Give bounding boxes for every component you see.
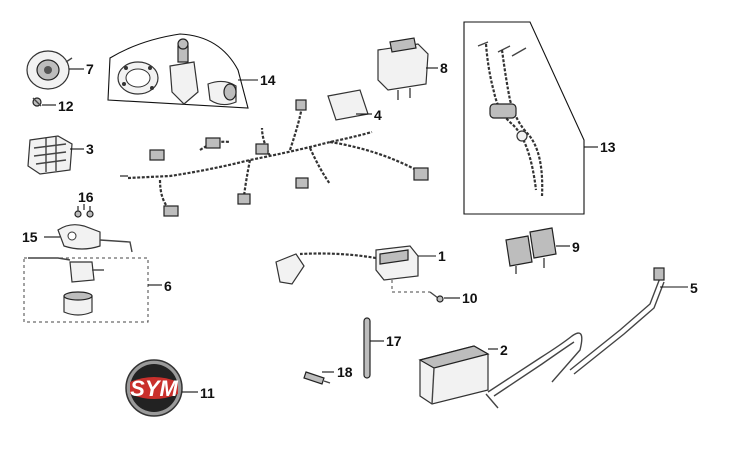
battery-strap: [363, 317, 371, 379]
flasher-relay: [377, 37, 429, 100]
bolt: [32, 97, 42, 107]
callout-6: 6: [148, 278, 172, 294]
label-17: 17: [386, 333, 402, 349]
label-13: 13: [600, 139, 616, 155]
emblem: SYM: [125, 359, 183, 417]
callout-1: 1: [418, 248, 446, 264]
label-10: 10: [462, 290, 478, 306]
label-11: 11: [200, 385, 215, 401]
callout-7: 7: [69, 61, 94, 77]
ignition-switch-set: [107, 33, 249, 109]
horn: [26, 50, 73, 90]
callout-15: 15: [22, 229, 60, 245]
callout-16: 16: [78, 189, 94, 210]
callout-17: 17: [370, 333, 402, 349]
label-9: 9: [572, 239, 580, 255]
label-6: 6: [164, 278, 172, 294]
spark-plug: [303, 371, 331, 385]
label-7: 7: [86, 61, 94, 77]
label-16: 16: [78, 189, 94, 205]
main-wire-harness: [120, 89, 429, 217]
callout-13: 13: [584, 139, 616, 155]
callout-12: 12: [42, 98, 74, 114]
screws: [74, 206, 94, 218]
callout-11: 11: [182, 385, 215, 401]
coil-bolt: [429, 291, 444, 303]
ignition-coil: [275, 245, 430, 293]
callout-5: 5: [660, 280, 698, 296]
label-5: 5: [690, 280, 698, 296]
relay-bracket: [27, 135, 73, 175]
callout-9: 9: [556, 239, 580, 255]
fuel-unit-bracket: [57, 224, 133, 253]
callout-14: 14: [238, 72, 276, 88]
label-1: 1: [438, 248, 446, 264]
fuel-unit-group: [23, 257, 149, 323]
callout-3: 3: [70, 141, 94, 157]
label-4: 4: [374, 107, 382, 123]
throttle-cable-set: [463, 21, 585, 215]
callout-2: 2: [488, 342, 508, 358]
label-8: 8: [440, 60, 448, 76]
label-18: 18: [337, 364, 353, 380]
callout-10: 10: [444, 290, 478, 306]
battery: [418, 345, 490, 405]
emblem-logo-text: SYM: [130, 376, 178, 401]
label-15: 15: [22, 229, 38, 245]
callout-8: 8: [426, 60, 448, 76]
label-3: 3: [86, 141, 94, 157]
starter-relays: [505, 227, 557, 274]
label-12: 12: [58, 98, 74, 114]
label-14: 14: [260, 72, 276, 88]
label-2: 2: [500, 342, 508, 358]
callout-4: 4: [356, 107, 382, 123]
battery-cables: [485, 267, 665, 409]
callout-18: 18: [322, 364, 353, 380]
